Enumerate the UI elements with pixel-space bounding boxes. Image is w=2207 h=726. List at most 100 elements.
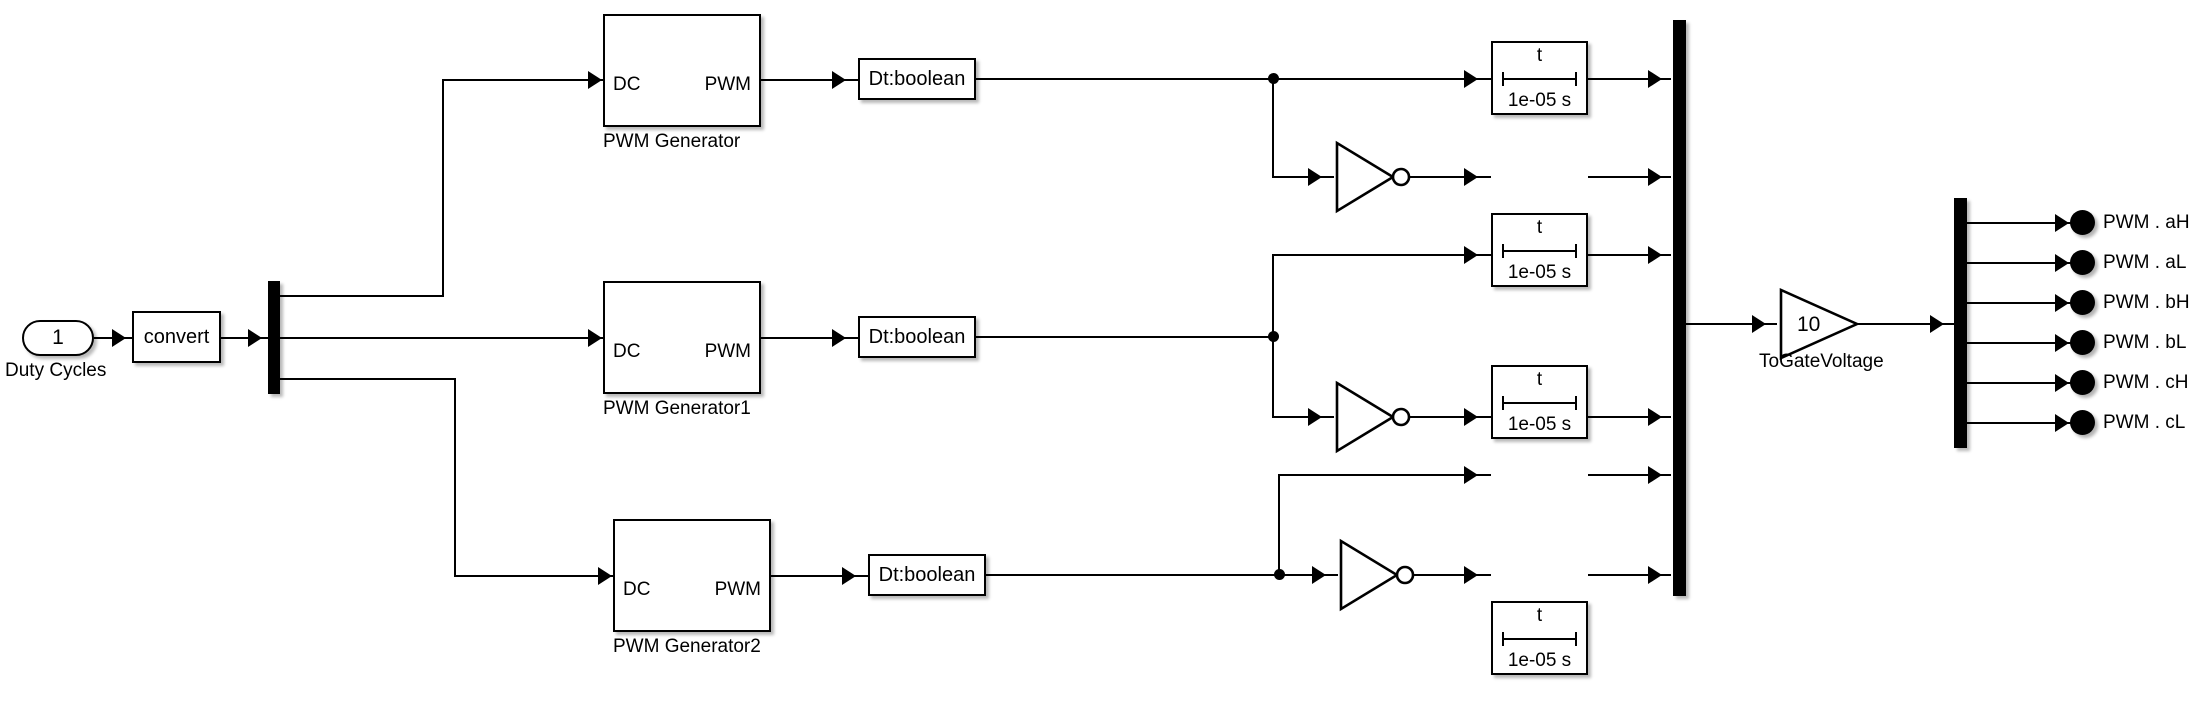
pwm-generator-2-in-port-label: DC <box>623 579 651 600</box>
pwm-generator-block-2[interactable]: DC PWM <box>613 519 771 632</box>
arrow-gain-in <box>1752 315 1766 333</box>
pwm-generator-0-out-port-label: PWM <box>704 74 751 95</box>
wire-branch0-down <box>1272 78 1274 178</box>
wire-demux-out1-b <box>442 79 444 297</box>
datatype-block-2-label: Dt:boolean <box>878 563 976 586</box>
arrow-mux-in-0 <box>1648 70 1662 88</box>
wire-demux-out3-b <box>454 378 456 577</box>
transport-delay-0-symbol: t <box>1536 45 1543 66</box>
wire-outbus-to-port-2 <box>1967 302 2072 304</box>
wire-outbus-to-port-4 <box>1967 382 2072 384</box>
delay-tick-right-icon <box>1575 72 1577 86</box>
arrow-not2-in <box>1312 566 1326 584</box>
not-gate-1[interactable] <box>1335 380 1415 454</box>
transport-delay-2-symbol: t <box>1536 369 1543 390</box>
transport-delay-1-symbol: t <box>1536 217 1543 238</box>
pwm-generator-block-0[interactable]: DC PWM <box>603 14 761 127</box>
gain-block[interactable] <box>1779 287 1873 361</box>
arrow-outport-0 <box>2055 214 2069 232</box>
wire-delay1-to-mux <box>1588 176 1671 178</box>
delay-tick-left-icon <box>1502 244 1504 258</box>
wire-delay0-to-mux <box>1588 78 1671 80</box>
inport-number: 1 <box>52 326 64 349</box>
not-gate-0[interactable] <box>1335 140 1415 214</box>
delay-tick-right-icon <box>1575 244 1577 258</box>
delay-tick-left-icon <box>1502 632 1504 646</box>
arrow-mux-in-1 <box>1648 168 1662 186</box>
convert-block[interactable]: convert <box>132 311 221 363</box>
transport-delay-3-symbol: t <box>1536 605 1543 626</box>
output-bus-bar[interactable] <box>1954 198 1967 448</box>
output-port-5[interactable] <box>2070 410 2095 435</box>
wire-delay2-to-mux <box>1588 254 1671 256</box>
inport-label: Duty Cycles <box>5 360 107 381</box>
transport-delay-block-1[interactable]: t 1e-05 s <box>1491 213 1588 287</box>
output-port-2-label: PWM . bH <box>2103 292 2190 313</box>
output-port-2[interactable] <box>2070 290 2095 315</box>
wire-demux-out2 <box>280 337 617 339</box>
pwm-generator-0-name: PWM Generator <box>603 131 741 152</box>
wire-gen1-to-dtb1 <box>761 337 858 339</box>
wire-outbus-to-port-1 <box>1967 262 2072 264</box>
output-port-4[interactable] <box>2070 370 2095 395</box>
wire-demux-out1-c <box>442 79 617 81</box>
convert-label: convert <box>143 325 210 348</box>
output-port-4-label: PWM . cH <box>2103 372 2189 393</box>
delay-tick-right-icon <box>1575 396 1577 410</box>
delay-rule-icon <box>1502 402 1577 404</box>
wire-dtb0-to-branch0 <box>976 78 1274 80</box>
transport-delay-1-value: 1e-05 s <box>1507 262 1572 283</box>
arrow-delay5-in <box>1464 566 1478 584</box>
arrow-delay4-in <box>1464 466 1478 484</box>
arrow-outport-3 <box>2055 334 2069 352</box>
arrow-delay0-in <box>1464 70 1478 88</box>
output-port-0[interactable] <box>2070 210 2095 235</box>
pwm-generator-block-1[interactable]: DC PWM <box>603 281 761 394</box>
output-port-3[interactable] <box>2070 330 2095 355</box>
wire-demux-out3-a <box>280 378 456 380</box>
arrow-delay3-in <box>1464 408 1478 426</box>
wire-branch2-to-delay4 <box>1278 474 1491 476</box>
pwm-generator-0-in-port-label: DC <box>613 74 641 95</box>
datatype-block-1[interactable]: Dt:boolean <box>858 316 976 358</box>
arrow-delay2-in <box>1464 246 1478 264</box>
datatype-block-2[interactable]: Dt:boolean <box>868 554 986 596</box>
transport-delay-3-value: 1e-05 s <box>1507 650 1572 671</box>
gain-value: 10 <box>1797 313 1821 336</box>
transport-delay-block-2[interactable]: t 1e-05 s <box>1491 365 1588 439</box>
pwm-generator-1-out-port-label: PWM <box>704 341 751 362</box>
wire-branch0-to-delay0 <box>1274 78 1491 80</box>
output-port-1[interactable] <box>2070 250 2095 275</box>
wire-delay4-to-mux <box>1588 474 1671 476</box>
arrow-convert-in <box>112 329 126 347</box>
delay-rule-icon <box>1502 78 1577 80</box>
datatype-block-0[interactable]: Dt:boolean <box>858 58 976 100</box>
datatype-block-0-label: Dt:boolean <box>868 67 966 90</box>
wire-branch1-up <box>1272 254 1274 338</box>
arrow-gen1-in <box>588 329 602 347</box>
transport-delay-block-3[interactable]: t 1e-05 s <box>1491 601 1588 675</box>
arrow-not1-in <box>1308 408 1322 426</box>
datatype-block-1-label: Dt:boolean <box>868 325 966 348</box>
arrow-dtb0-in <box>832 71 846 89</box>
demux-bar[interactable] <box>268 281 280 394</box>
not-gate-2[interactable] <box>1339 538 1419 612</box>
wire-demux-out3-c <box>454 575 627 577</box>
pwm-generator-2-out-port-label: PWM <box>714 579 761 600</box>
wire-dtb1-to-branch1 <box>976 336 1274 338</box>
arrow-outport-5 <box>2055 414 2069 432</box>
arrow-outport-4 <box>2055 374 2069 392</box>
arrow-mux-in-4 <box>1648 466 1662 484</box>
transport-delay-block-0[interactable]: t 1e-05 s <box>1491 41 1588 115</box>
output-port-5-label: PWM . cL <box>2103 412 2186 433</box>
pwm-generator-2-name: PWM Generator2 <box>613 636 761 657</box>
mux-bar[interactable] <box>1673 20 1686 596</box>
inport-block[interactable]: 1 <box>22 320 94 356</box>
wire-not0-to-delay1 <box>1409 176 1491 178</box>
output-port-3-label: PWM . bL <box>2103 332 2187 353</box>
wire-outbus-to-port-3 <box>1967 342 2072 344</box>
arrow-outport-2 <box>2055 294 2069 312</box>
arrow-not0-in <box>1308 168 1322 186</box>
wire-gain-to-outbus <box>1856 323 1955 325</box>
delay-tick-right-icon <box>1575 632 1577 646</box>
